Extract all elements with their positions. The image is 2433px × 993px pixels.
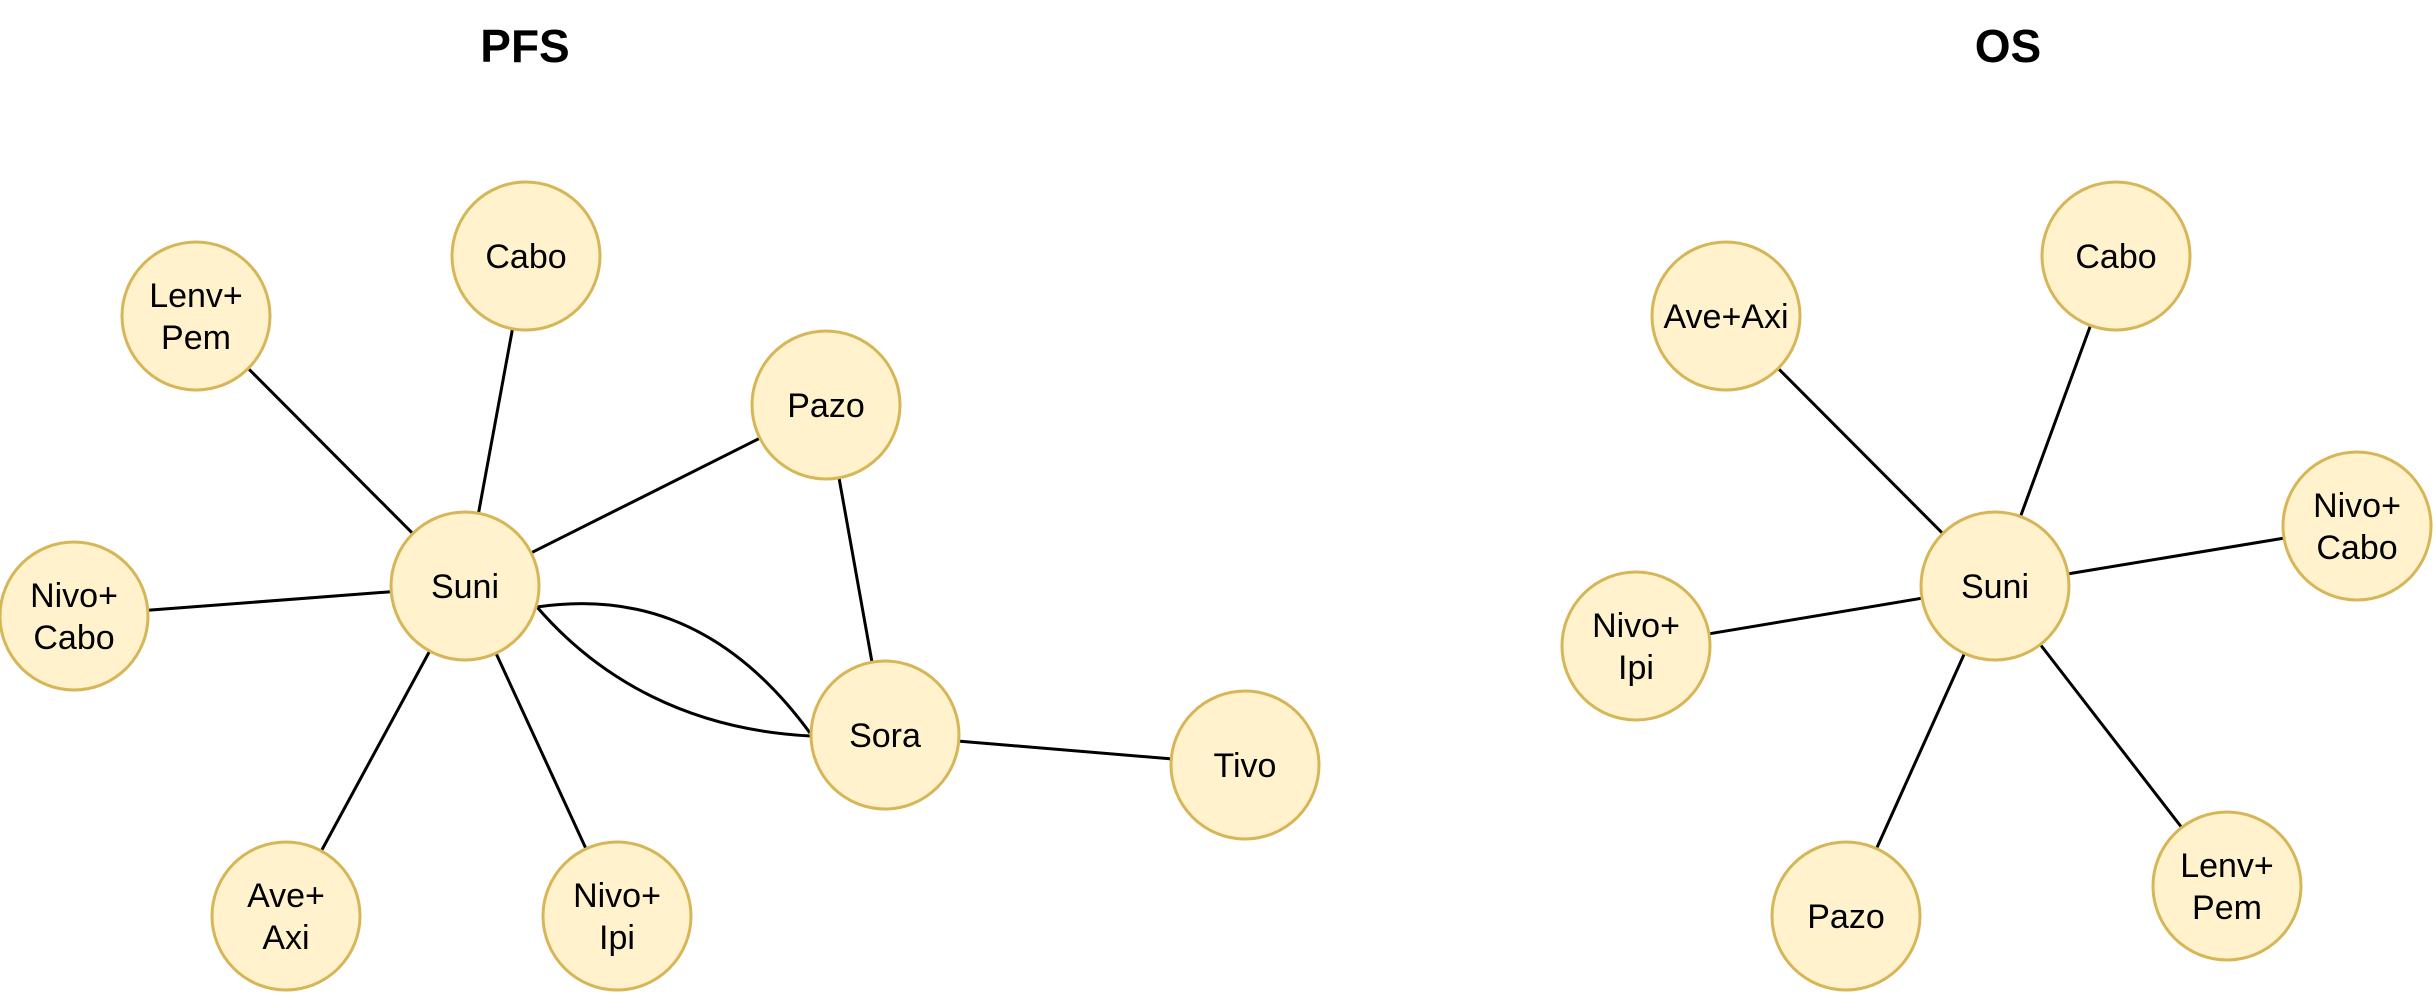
node-circle bbox=[750, 329, 902, 481]
node-label: Pazo bbox=[787, 387, 865, 425]
node-circle bbox=[1919, 510, 2071, 662]
os-network: OS SuniAve+AxiCaboNivo+CaboNivo+IpiPazoL… bbox=[1560, 20, 2433, 992]
node-pazo: Pazo bbox=[1770, 840, 1922, 992]
edge-sora-tivo bbox=[958, 739, 1172, 761]
node-suni: Suni bbox=[1919, 510, 2071, 662]
node-label: Ave+ bbox=[247, 877, 325, 915]
node-circle bbox=[389, 510, 541, 662]
node-circle bbox=[2151, 810, 2303, 962]
node-nivo_ipi: Nivo+ Ipi bbox=[541, 840, 693, 992]
node-nivo_cabo: Nivo+ Cabo bbox=[0, 540, 150, 692]
node-label: Ipi bbox=[1618, 649, 1654, 687]
node-tivo: Tivo bbox=[1169, 689, 1321, 841]
node-label: Sora bbox=[849, 717, 921, 755]
node-label: Cabo bbox=[485, 238, 566, 276]
node-label: Suni bbox=[431, 568, 499, 606]
node-cabo: Cabo bbox=[2040, 180, 2192, 332]
edge-pazo-sora bbox=[837, 477, 874, 663]
edge-suni-nivo_ipi bbox=[494, 652, 588, 850]
edge-suni-ave_axi bbox=[319, 650, 432, 852]
node-circle bbox=[2281, 450, 2433, 602]
node-label: Cabo bbox=[33, 619, 114, 657]
edge-suni-cabo bbox=[2019, 324, 2092, 518]
edge-suni-pazo bbox=[530, 436, 761, 555]
edge-suni-lenv_pem bbox=[247, 367, 414, 535]
pfs-network: PFS SuniCaboLenv+PemPazoNivo+CaboSoraTiv… bbox=[0, 20, 1321, 992]
node-label: Axi bbox=[262, 919, 309, 957]
node-circle bbox=[120, 240, 272, 392]
node-label: Nivo+ bbox=[30, 577, 118, 615]
node-label: Ave+Axi bbox=[1663, 298, 1788, 336]
node-suni: Suni bbox=[389, 510, 541, 662]
pfs-nodes: SuniCaboLenv+PemPazoNivo+CaboSoraTivoAve… bbox=[0, 180, 1321, 992]
node-sora: Sora bbox=[809, 659, 961, 811]
os-edges bbox=[1708, 324, 2285, 850]
node-label: Nivo+ bbox=[2313, 487, 2401, 525]
node-label: Lenv+ bbox=[149, 277, 243, 315]
node-circle bbox=[0, 540, 150, 692]
node-label: Pazo bbox=[1807, 898, 1885, 936]
edge-suni-cabo bbox=[477, 328, 514, 514]
node-circle bbox=[450, 180, 602, 332]
node-nivo_cabo: Nivo+ Cabo bbox=[2281, 450, 2433, 602]
node-circle bbox=[1770, 840, 1922, 992]
node-circle bbox=[1560, 570, 1712, 722]
node-label: Ipi bbox=[599, 919, 635, 957]
pfs-title: PFS bbox=[480, 20, 569, 72]
edge-suni-pazo bbox=[1875, 652, 1966, 850]
node-pazo: Pazo bbox=[750, 329, 902, 481]
edge-suni-sora-lower bbox=[535, 606, 812, 738]
edge-suni-nivo_cabo bbox=[2067, 536, 2285, 576]
node-label: Tivo bbox=[1214, 747, 1277, 785]
os-title: OS bbox=[1975, 20, 2041, 72]
edge-suni-sora-upper bbox=[536, 602, 812, 734]
node-ave_axi: Ave+Axi bbox=[1650, 240, 1802, 392]
node-circle bbox=[809, 659, 961, 811]
node-label: Pem bbox=[2192, 889, 2262, 927]
node-lenv_pem: Lenv+ Pem bbox=[120, 240, 272, 392]
edge-suni-nivo_ipi bbox=[1708, 596, 1923, 636]
edge-suni-nivo_cabo bbox=[147, 590, 392, 612]
node-circle bbox=[210, 840, 362, 992]
node-label: Cabo bbox=[2075, 238, 2156, 276]
node-cabo: Cabo bbox=[450, 180, 602, 332]
node-nivo_ipi: Nivo+ Ipi bbox=[1560, 570, 1712, 722]
node-label: Cabo bbox=[2316, 529, 2397, 567]
node-label: Suni bbox=[1961, 568, 2029, 606]
pfs-edges bbox=[147, 328, 1172, 852]
edge-suni-ave_axi bbox=[1777, 367, 1944, 535]
node-ave_axi: Ave+ Axi bbox=[210, 840, 362, 992]
node-label: Nivo+ bbox=[573, 877, 661, 915]
node-label: Lenv+ bbox=[2180, 847, 2274, 885]
os-nodes: SuniAve+AxiCaboNivo+CaboNivo+IpiPazoLenv… bbox=[1560, 180, 2433, 992]
node-circle bbox=[1650, 240, 1802, 392]
node-label: Nivo+ bbox=[1592, 607, 1680, 645]
node-circle bbox=[2040, 180, 2192, 332]
edge-suni-lenv_pem bbox=[2039, 643, 2183, 829]
node-circle bbox=[541, 840, 693, 992]
node-lenv_pem: Lenv+ Pem bbox=[2151, 810, 2303, 962]
node-circle bbox=[1169, 689, 1321, 841]
node-label: Pem bbox=[161, 319, 231, 357]
